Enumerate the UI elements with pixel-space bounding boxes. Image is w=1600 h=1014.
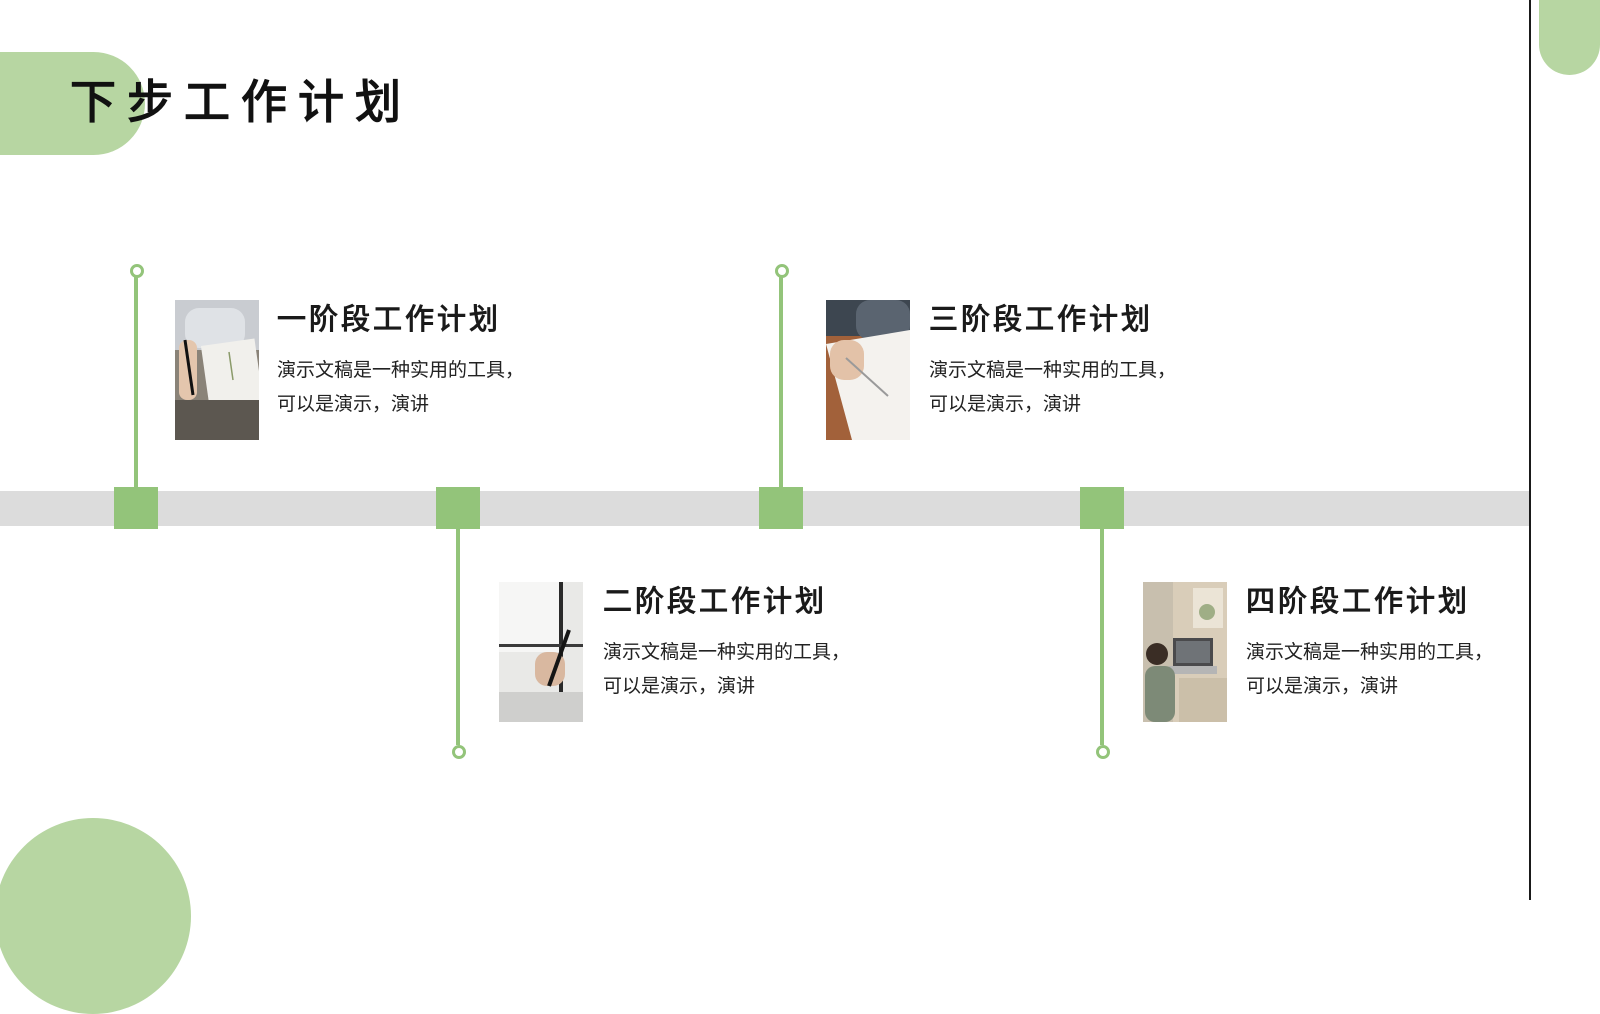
timeline-stem-4 bbox=[1100, 527, 1104, 745]
timeline-node-3 bbox=[759, 487, 803, 529]
stage-4-photo bbox=[1143, 582, 1227, 722]
timeline-dot-2 bbox=[452, 745, 466, 759]
stage-2-desc: 演示文稿是一种实用的工具，可以是演示，演讲 bbox=[603, 641, 851, 697]
timeline-dot-1 bbox=[130, 264, 144, 278]
stage-2-photo bbox=[499, 582, 583, 722]
stage-1-title: 一阶段工作计划 bbox=[277, 302, 502, 336]
page-title: 下步工作计划 bbox=[70, 75, 412, 129]
timeline-stem-3 bbox=[779, 272, 783, 489]
corner-blob-bottom-left bbox=[0, 818, 191, 1014]
stage-3-desc: 演示文稿是一种实用的工具，可以是演示，演讲 bbox=[929, 359, 1177, 415]
stage-3-title: 三阶段工作计划 bbox=[929, 302, 1154, 336]
timeline-node-1 bbox=[114, 487, 158, 529]
timeline-node-2 bbox=[436, 487, 480, 529]
timeline-stem-1 bbox=[134, 272, 138, 489]
stage-4-desc: 演示文稿是一种实用的工具，可以是演示，演讲 bbox=[1246, 641, 1494, 697]
timeline-dot-3 bbox=[775, 264, 789, 278]
right-edge-line bbox=[1529, 0, 1531, 900]
stage-1-desc: 演示文稿是一种实用的工具，可以是演示，演讲 bbox=[277, 359, 525, 415]
corner-blob-top-left bbox=[0, 52, 145, 155]
stage-1-photo bbox=[175, 300, 259, 440]
stage-3-photo bbox=[826, 300, 910, 440]
corner-blob-top-right bbox=[1539, 0, 1600, 75]
timeline-node-4 bbox=[1080, 487, 1124, 529]
stage-4-title: 四阶段工作计划 bbox=[1246, 584, 1471, 618]
timeline-dot-4 bbox=[1096, 745, 1110, 759]
timeline-stem-2 bbox=[456, 527, 460, 745]
stage-2-title: 二阶段工作计划 bbox=[603, 584, 828, 618]
